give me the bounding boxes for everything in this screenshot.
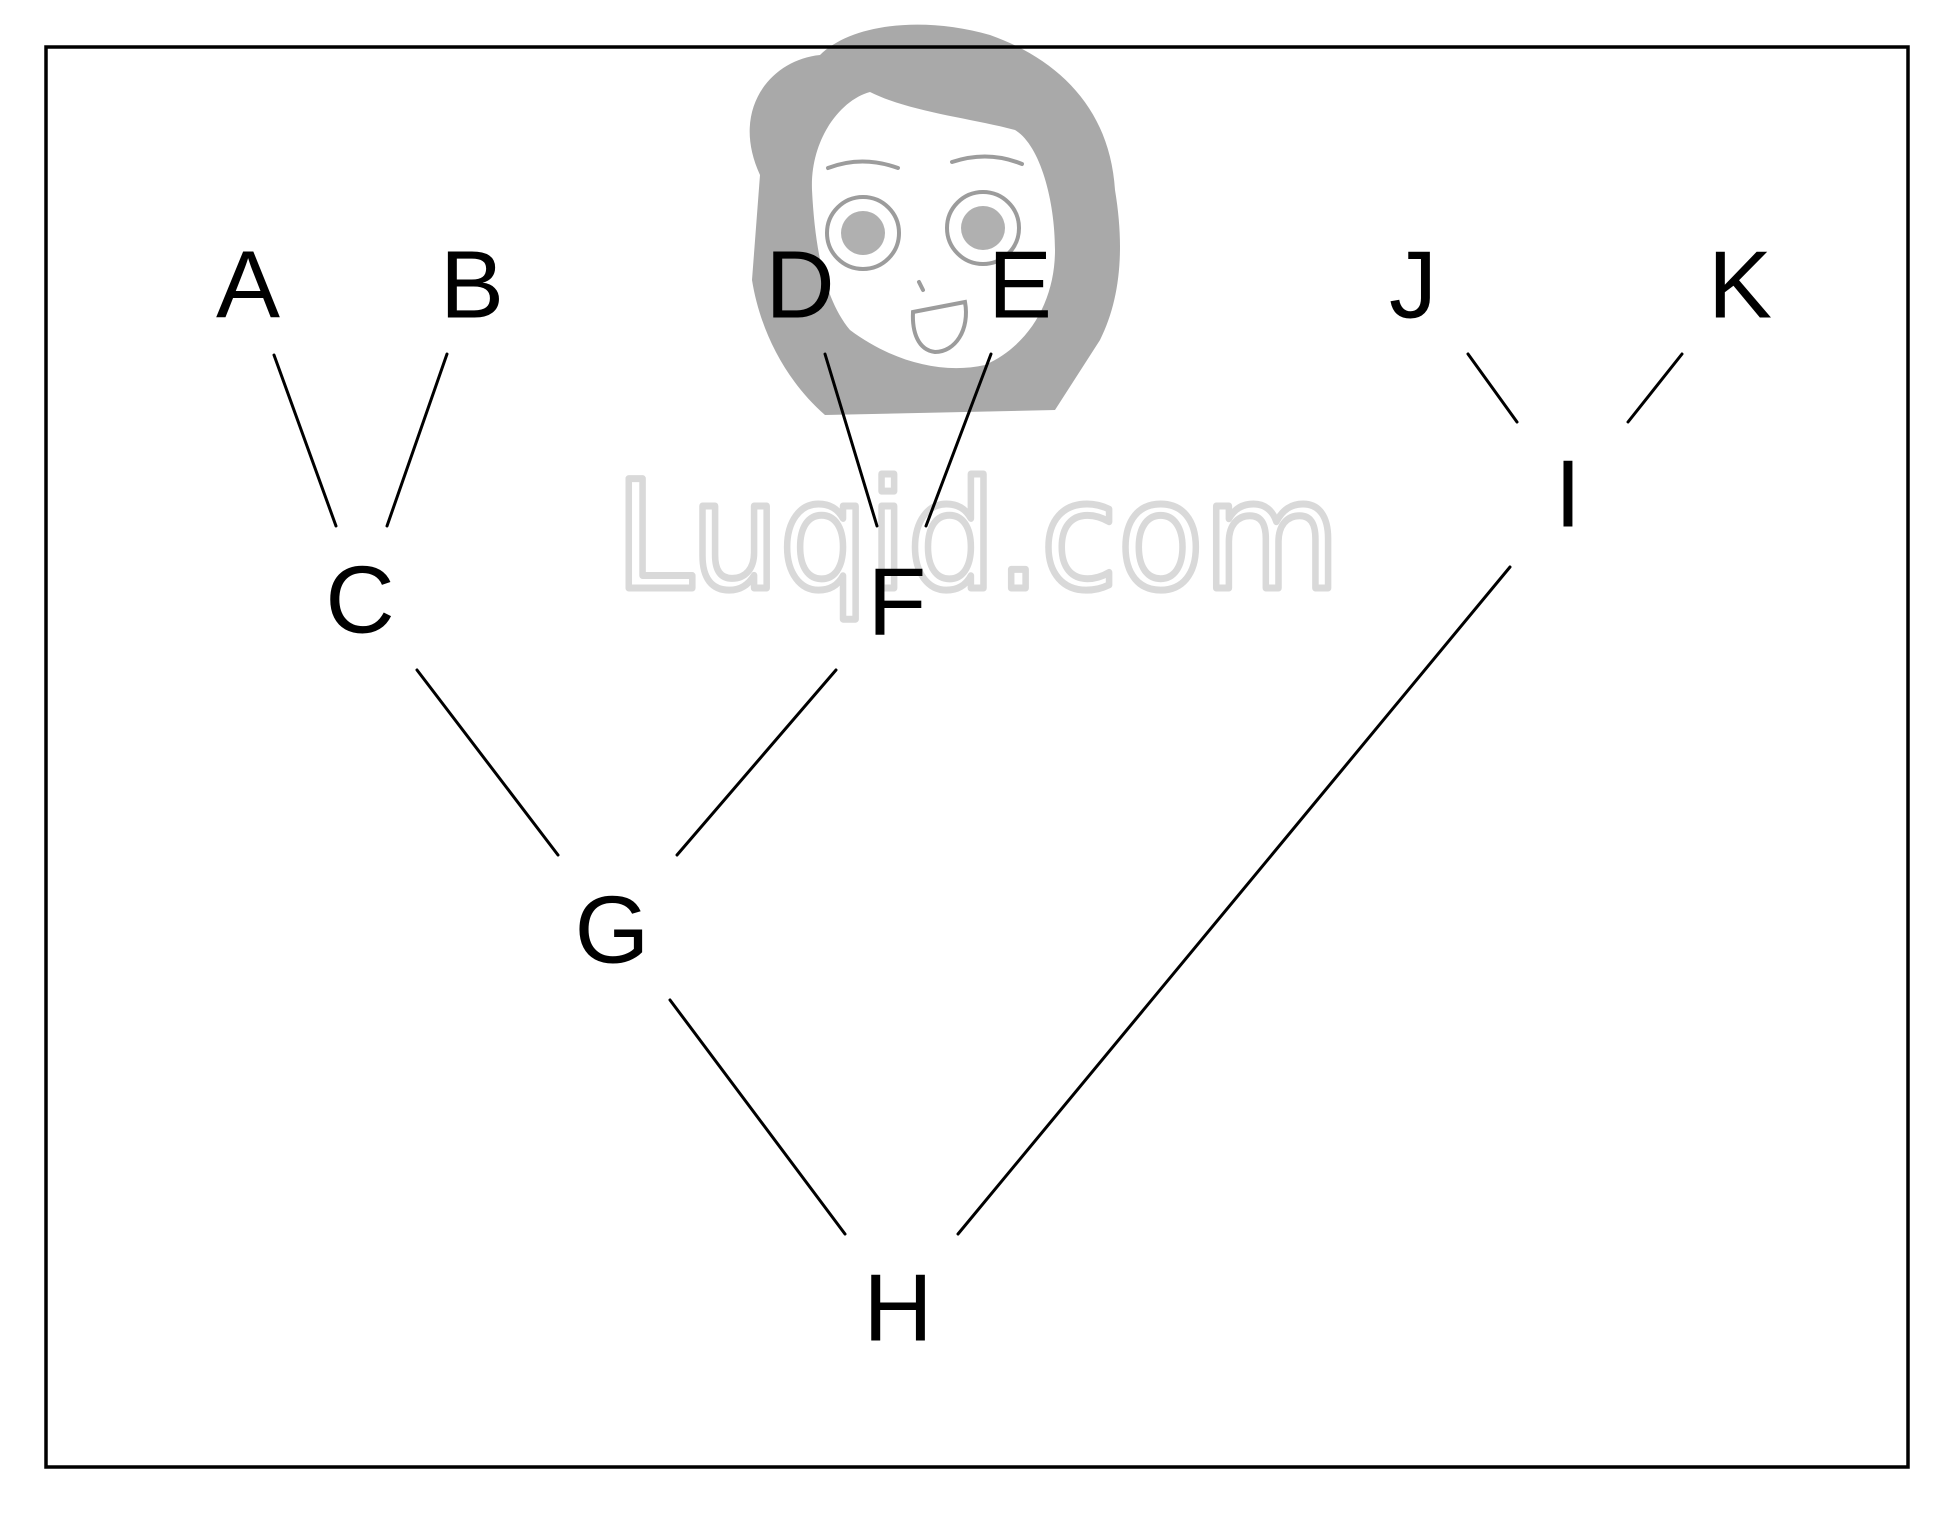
edge-j-i	[1466, 352, 1519, 424]
edges	[272, 352, 1684, 1236]
watermark-text: Luqid.com	[615, 450, 1340, 624]
edge-a-c	[272, 353, 338, 528]
node-a: A	[216, 232, 280, 339]
cartoon-face-watermark-icon	[749, 24, 1120, 415]
node-h: H	[863, 1255, 932, 1362]
edge-b-c	[385, 352, 449, 528]
node-b: B	[440, 232, 504, 339]
watermark: Luqid.com	[612, 24, 1344, 628]
node-e: E	[988, 232, 1052, 339]
nodes: A B C D E F G H I J K	[216, 232, 1772, 1362]
node-f: F	[868, 549, 927, 656]
node-i: I	[1555, 441, 1582, 548]
node-k: K	[1708, 232, 1772, 339]
edge-c-g	[415, 668, 560, 857]
edge-e-f	[924, 352, 993, 528]
node-d: D	[765, 232, 834, 339]
edge-g-h	[668, 998, 847, 1236]
edge-f-g	[675, 668, 838, 857]
node-c: C	[325, 547, 394, 654]
node-j: J	[1389, 232, 1437, 339]
node-g: G	[575, 877, 650, 984]
edge-i-h	[956, 565, 1512, 1236]
diagram-frame	[44, 45, 1910, 1469]
edge-d-f	[823, 352, 879, 528]
edge-k-i	[1626, 352, 1684, 424]
